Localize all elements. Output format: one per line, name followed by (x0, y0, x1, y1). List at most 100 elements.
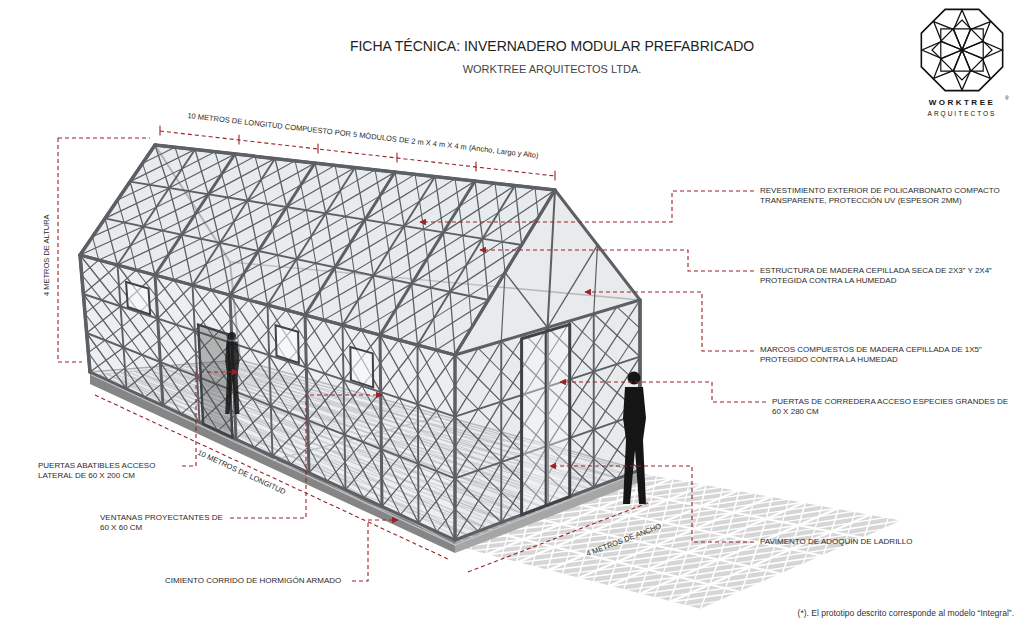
dimension-tick (396, 153, 397, 162)
sheet-title: FICHA TÉCNICA: INVERNADERO MODULAR PREFA… (252, 37, 852, 55)
brace-diamond (725, 570, 766, 588)
callout-label: PUERTAS ABATIBLES ACCESO LATERAL DE 60 X… (38, 461, 178, 482)
window (350, 347, 373, 387)
brace-diamond (848, 517, 889, 535)
callout-label: VENTANAS PROYECTANTES DE 60 X 60 CM (100, 513, 225, 534)
brace-diamond (671, 532, 710, 549)
post (500, 341, 502, 522)
dimension-tick (317, 144, 318, 153)
brace (345, 392, 381, 435)
leader-line (560, 382, 766, 402)
brace-diamond (711, 516, 750, 533)
brace (160, 331, 195, 362)
brace-diamond (594, 307, 640, 364)
dimension-tick (475, 162, 476, 171)
logo-petal (934, 22, 962, 50)
post (305, 172, 395, 315)
brace-diamond (159, 325, 196, 370)
dimension-line (58, 361, 82, 362)
dimension-tick (554, 171, 555, 180)
brace-diamond (694, 563, 734, 580)
brace (483, 190, 556, 239)
leader-line (230, 395, 382, 518)
brace-diamond (735, 546, 775, 563)
door-stile (545, 332, 547, 506)
dimension-line (58, 137, 150, 138)
rail (105, 218, 488, 300)
dimensions (58, 126, 766, 581)
post (268, 305, 273, 456)
post (155, 275, 163, 406)
logo-octagon (921, 9, 1002, 90)
window (276, 325, 299, 363)
rafter (455, 190, 555, 355)
brace (269, 355, 308, 420)
post (230, 163, 315, 295)
post (343, 177, 436, 326)
brace-diamond (273, 210, 312, 255)
logo-petal (962, 41, 1002, 58)
footnote: (*). El prototipo descrito corresponde a… (600, 608, 1014, 619)
callout-label: MARCOS COMPUESTOS DE MADERA CEPILLADA DE… (760, 345, 1022, 366)
brace-diamond (678, 509, 717, 525)
brace-diamond (459, 183, 499, 235)
rail (455, 547, 700, 610)
brace (381, 345, 418, 392)
brace-diamond (428, 236, 467, 288)
brace-diamond (308, 427, 345, 481)
rail (80, 255, 455, 355)
brace (343, 284, 412, 325)
brace (127, 362, 161, 389)
window (126, 282, 150, 314)
post (669, 514, 872, 602)
brace (418, 417, 455, 464)
wall-panel (80, 255, 455, 540)
king-post (548, 190, 556, 328)
brace-diamond (381, 398, 418, 456)
callout-label: PAVIMENTO DE ADOQUIN DE LADRILLO (760, 537, 912, 547)
head (228, 332, 236, 340)
callout-label: CIMIENTO CORRIDO DE HORMIGÓN ARMADO (165, 576, 341, 586)
logo-petal (953, 50, 970, 90)
post (118, 265, 127, 389)
callout-label: REVESTIMIENTO EXTERIOR DE POLICARBONATO … (760, 186, 1022, 207)
brace-diamond (418, 471, 455, 532)
brace (308, 420, 346, 489)
brace-diamond (222, 156, 262, 197)
brace (297, 220, 365, 259)
logo-petal (962, 50, 990, 78)
brace (380, 292, 450, 335)
post (418, 186, 516, 346)
dimension-line (95, 395, 450, 560)
brace (418, 355, 455, 404)
rail (640, 472, 905, 520)
logo-petal (953, 10, 970, 50)
brace-diamond (307, 374, 344, 428)
brace (87, 306, 121, 333)
logo-mark (921, 9, 1002, 90)
body (225, 342, 239, 415)
brace-diamond (382, 457, 419, 515)
brace-diamond (380, 340, 417, 398)
brace-diamond (623, 573, 663, 590)
brace-diamond (455, 409, 501, 470)
brace (105, 218, 118, 265)
brace-diamond (340, 170, 380, 217)
brace-diamond (434, 296, 472, 350)
brace-diamond (156, 280, 193, 325)
brace (124, 319, 158, 348)
brace-diamond (396, 288, 434, 340)
brace-diamond (455, 348, 501, 409)
brace-diamond (344, 386, 381, 442)
brace-diamond (455, 470, 501, 531)
leader-line (480, 250, 754, 271)
brace-diamond (270, 361, 307, 412)
brace (505, 273, 548, 328)
brace-diamond (306, 320, 343, 374)
post (380, 335, 382, 506)
brace (258, 213, 326, 251)
post (118, 150, 196, 266)
logo-petal (962, 22, 990, 50)
post (268, 168, 356, 306)
